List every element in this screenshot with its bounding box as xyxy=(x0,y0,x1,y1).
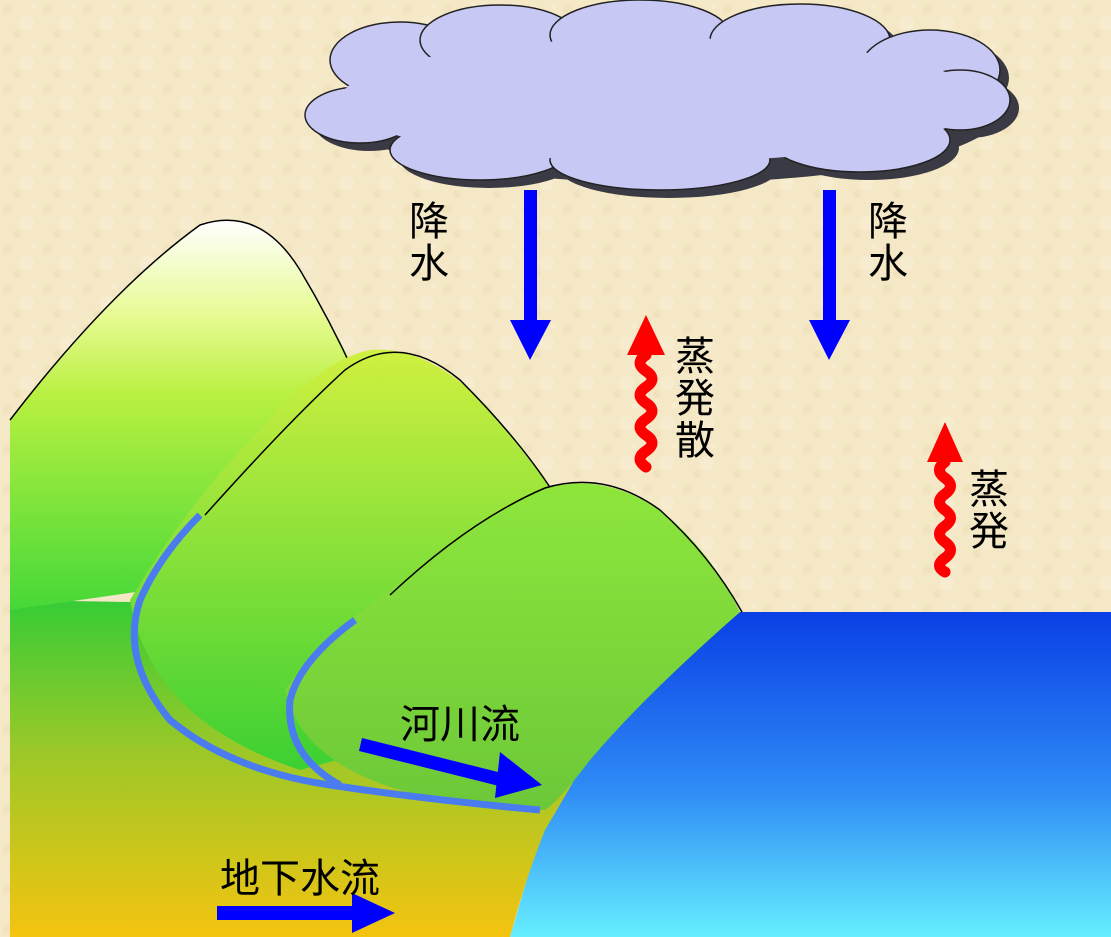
sea xyxy=(510,612,1111,937)
evaporation-arrow-icon xyxy=(627,315,665,473)
flow-arrow-icon xyxy=(359,738,542,798)
groundwater-flow-label: 地下水流 xyxy=(220,856,380,902)
evaporation-label: 蒸発 xyxy=(962,468,1008,552)
river-upper xyxy=(130,512,541,814)
river-flow-label: 河川流 xyxy=(400,702,520,748)
flow-arrow-icon xyxy=(217,893,395,933)
precipitation-arrow-icon xyxy=(809,190,850,360)
river-lower xyxy=(286,617,358,789)
precipitation-arrow-icon xyxy=(510,190,551,360)
cloud-icon xyxy=(304,0,1019,198)
evapotranspiration-label: 蒸発散 xyxy=(668,335,714,461)
precipitation-label-right: 降水 xyxy=(861,200,907,284)
mountain-front xyxy=(285,483,740,810)
evaporation-arrow-icon xyxy=(927,422,963,578)
precipitation-label-left: 降水 xyxy=(402,200,448,284)
